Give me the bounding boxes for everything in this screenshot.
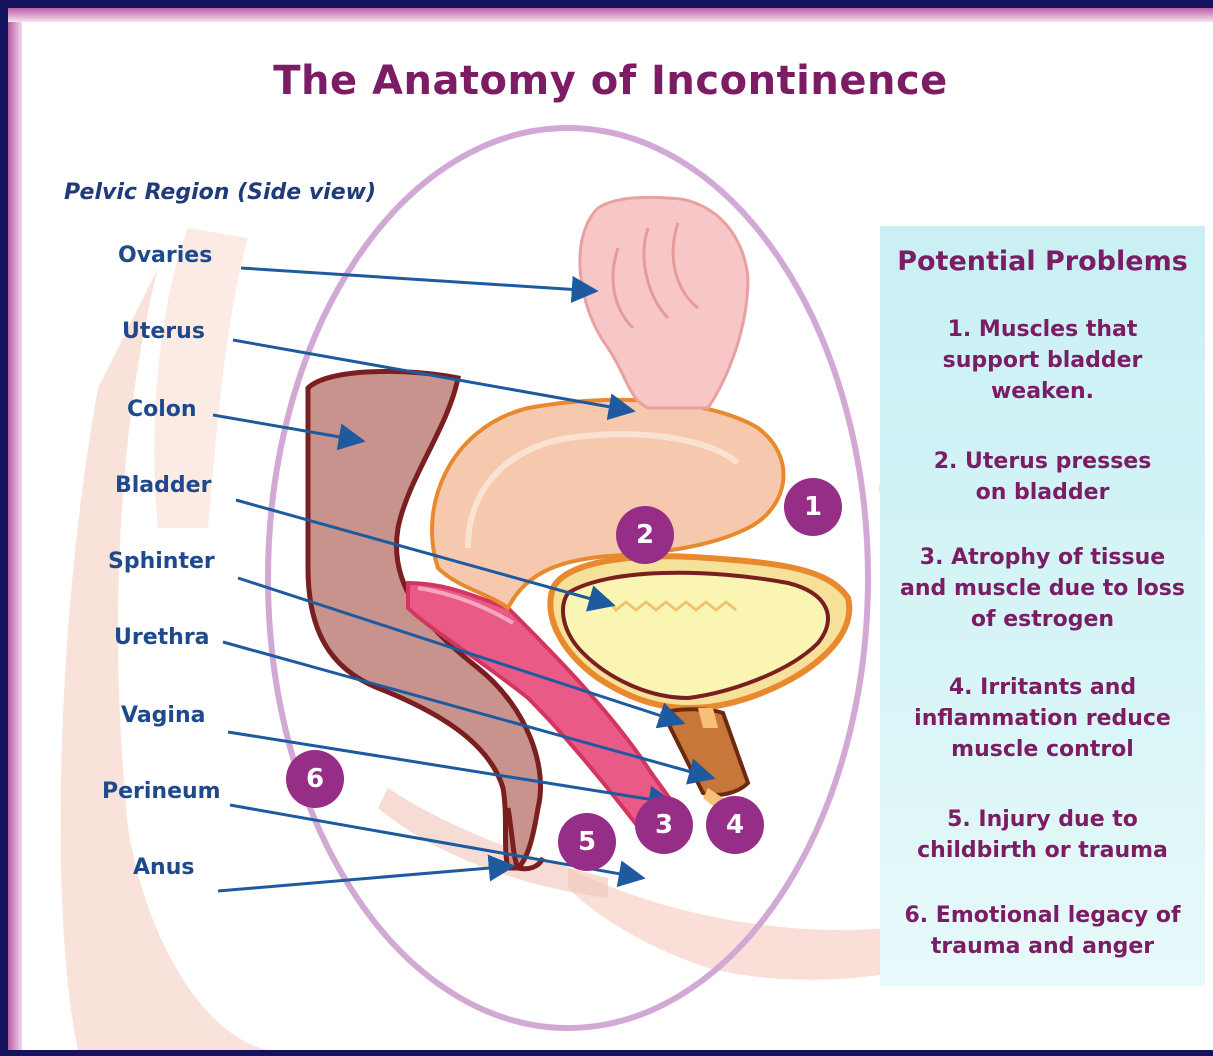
label-vagina: Vagina — [121, 703, 205, 728]
problem-line: of estrogen — [886, 604, 1199, 635]
ovaries-shape — [580, 197, 748, 408]
problem-line: childbirth or trauma — [886, 835, 1199, 866]
potential-problems-panel: Potential Problems 1. Muscles that suppo… — [880, 226, 1205, 986]
bladder-shape — [550, 556, 849, 708]
label-bladder: Bladder — [115, 473, 211, 498]
label-uterus: Uterus — [122, 319, 205, 344]
problem-line: weaken. — [886, 376, 1199, 407]
label-colon: Colon — [127, 397, 197, 422]
badge-6: 6 — [286, 750, 344, 808]
problem-line: 1. Muscles that — [886, 314, 1199, 345]
problem-line: on bladder — [886, 477, 1199, 508]
diagram-canvas: The Anatomy of Incontinence Pelvic Regio… — [8, 8, 1213, 1050]
problem-item-5: 5. Injury due to childbirth or trauma — [886, 804, 1199, 866]
label-urethra: Urethra — [114, 625, 210, 650]
problem-line: trauma and anger — [886, 931, 1199, 962]
badge-4: 4 — [706, 796, 764, 854]
problems-title: Potential Problems — [880, 246, 1205, 277]
badge-3: 3 — [635, 796, 693, 854]
problem-line: 2. Uterus presses — [886, 446, 1199, 477]
problem-item-6: 6. Emotional legacy of trauma and anger — [886, 900, 1199, 962]
arrow-ovaries — [241, 268, 596, 291]
label-perineum: Perineum — [102, 779, 221, 804]
problem-line: 5. Injury due to — [886, 804, 1199, 835]
arrow-anus — [218, 866, 513, 891]
badge-5: 5 — [558, 813, 616, 871]
problem-item-1: 1. Muscles that support bladder weaken. — [886, 314, 1199, 407]
problem-line: 3. Atrophy of tissue — [886, 542, 1199, 573]
label-sphinter: Sphinter — [108, 549, 215, 574]
diagram-subtitle: Pelvic Region (Side view) — [64, 180, 376, 205]
problem-item-4: 4. Irritants and inflammation reduce mus… — [886, 672, 1199, 765]
problem-line: 4. Irritants and — [886, 672, 1199, 703]
label-anus: Anus — [133, 855, 194, 880]
diagram-title: The Anatomy of Incontinence — [8, 58, 1213, 104]
problem-line: muscle control — [886, 734, 1199, 765]
problem-item-3: 3. Atrophy of tissue and muscle due to l… — [886, 542, 1199, 635]
problem-line: support bladder — [886, 345, 1199, 376]
problem-line: and muscle due to loss — [886, 573, 1199, 604]
problem-line: 6. Emotional legacy of — [886, 900, 1199, 931]
problem-line: inflammation reduce — [886, 703, 1199, 734]
problem-item-2: 2. Uterus presses on bladder — [886, 446, 1199, 508]
badge-1: 1 — [784, 478, 842, 536]
label-ovaries: Ovaries — [118, 243, 212, 268]
badge-2: 2 — [616, 506, 674, 564]
